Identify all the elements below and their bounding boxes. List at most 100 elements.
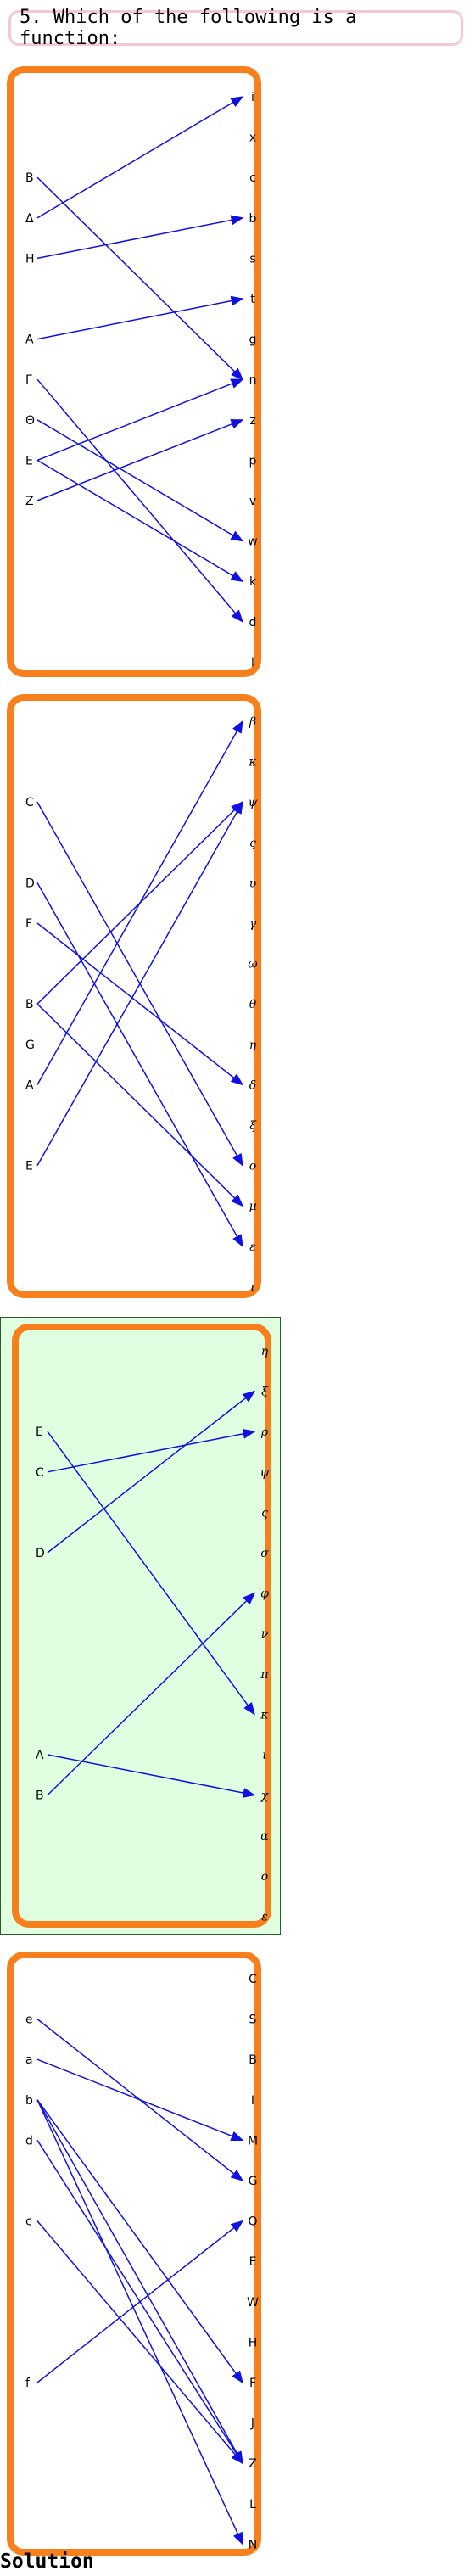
mapping-arrow	[47, 1754, 256, 1798]
mapping-arrow	[36, 215, 244, 260]
codomain-label: ω	[248, 958, 258, 972]
codomain-label: υ	[249, 876, 257, 890]
mapping-arrow	[36, 2058, 244, 2142]
codomain-label: s	[249, 252, 255, 266]
domain-label: F	[25, 917, 32, 931]
codomain-label: δ	[249, 1078, 256, 1092]
codomain-label: E	[249, 2255, 257, 2269]
codomain-label: ε	[261, 1910, 268, 1924]
codomain-label: k	[249, 575, 257, 589]
codomain-label: γ	[249, 917, 257, 931]
domain-label: C	[36, 1466, 44, 1480]
codomain-label: ο	[249, 1160, 256, 1173]
mapping-arrow	[36, 2099, 243, 2465]
mapping-arrow	[36, 419, 244, 501]
codomain-label: Z	[249, 2457, 257, 2471]
codomain-label: ξ	[261, 1386, 269, 1399]
codomain-label: ς	[261, 1506, 268, 1520]
codomain-label: C	[249, 1973, 257, 1986]
domain-label: Γ	[25, 373, 32, 387]
codomain-label: ν	[261, 1627, 269, 1641]
codomain-label: ι	[262, 1749, 267, 1762]
domain-label: c	[25, 2215, 32, 2229]
mapping-arrow	[36, 2099, 243, 2545]
codomain-label: p	[249, 454, 257, 468]
codomain-label: t	[250, 293, 255, 306]
codomain-label: i	[251, 91, 254, 104]
mapping-arrow	[36, 378, 244, 462]
domain-label: C	[25, 796, 34, 809]
codomain-label: σ	[260, 1547, 269, 1560]
mapping-arrow	[36, 2220, 244, 2383]
domain-label: B	[36, 1789, 44, 1803]
codomain-label: W	[247, 2296, 259, 2310]
mapping-arrow	[36, 96, 244, 219]
domain-label: A	[36, 1749, 44, 1762]
codomain-label: c	[249, 171, 256, 185]
mapping-arrow	[36, 800, 243, 1166]
codomain-label: B	[249, 2053, 257, 2067]
domain-label: H	[25, 252, 35, 266]
domain-label: Z	[25, 495, 34, 508]
codomain-label: n	[249, 373, 257, 387]
codomain-label: ς	[249, 837, 256, 850]
domain-label: E	[25, 1160, 33, 1173]
domain-label: Θ	[25, 414, 35, 428]
mapping-arrow	[36, 419, 244, 542]
codomain-label: ψ	[249, 796, 259, 809]
codomain-label: ρ	[260, 1425, 269, 1439]
domain-label: d	[25, 2134, 33, 2148]
domain-label: a	[25, 2053, 33, 2067]
codomain-label: β	[249, 715, 256, 729]
domain-label: b	[25, 2094, 33, 2108]
codomain-label: b	[249, 212, 257, 226]
codomain-label: J	[250, 2417, 254, 2431]
domain-label: A	[25, 1078, 34, 1092]
mapping-arrow	[47, 1592, 256, 1796]
question-prompt: 5. Which of the following is a function:	[8, 7, 463, 49]
codomain-label: H	[249, 2336, 258, 2349]
domain-label: G	[25, 1039, 35, 1052]
question-text: 5. Which of the following is a function:	[20, 7, 357, 49]
codomain-label: ε	[249, 1240, 256, 1254]
domain-label: D	[25, 876, 35, 890]
mapping-arrow	[36, 1003, 244, 1207]
codomain-label: L	[249, 2498, 256, 2512]
domain-label: f	[25, 2377, 31, 2390]
mapping-arrow	[36, 459, 244, 582]
mapping-arrow	[36, 882, 243, 1248]
codomain-label: κ	[260, 1708, 268, 1722]
mapping-arrow	[36, 378, 243, 623]
codomain-label: G	[249, 2175, 258, 2188]
codomain-label: π	[260, 1668, 269, 1682]
codomain-label: F	[249, 2377, 256, 2390]
mapping-arrow	[47, 1431, 255, 1716]
mapping-arrow	[36, 2220, 243, 2465]
codomain-label: w	[248, 535, 257, 549]
mapping-arrow	[36, 720, 243, 1085]
codomain-label: θ	[249, 998, 257, 1011]
codomain-label: S	[249, 2013, 257, 2027]
mapping-arrow	[36, 922, 244, 1086]
mapping-arrow	[36, 2099, 243, 2384]
codomain-label: φ	[260, 1588, 269, 1601]
codomain-label: z	[249, 414, 255, 428]
codomain-label: κ	[248, 756, 256, 770]
codomain-label: η	[249, 1039, 257, 1052]
codomain-label: g	[249, 333, 257, 347]
codomain-label: l	[251, 656, 254, 669]
codomain-label: N	[249, 2538, 257, 2551]
codomain-label: η	[261, 1345, 269, 1358]
codomain-label: M	[248, 2134, 258, 2148]
codomain-label: v	[249, 495, 256, 508]
codomain-label: ψ	[260, 1466, 271, 1480]
domain-label: B	[25, 998, 34, 1011]
domain-label: e	[25, 2013, 33, 2027]
solution-heading: Solution	[0, 2551, 94, 2573]
